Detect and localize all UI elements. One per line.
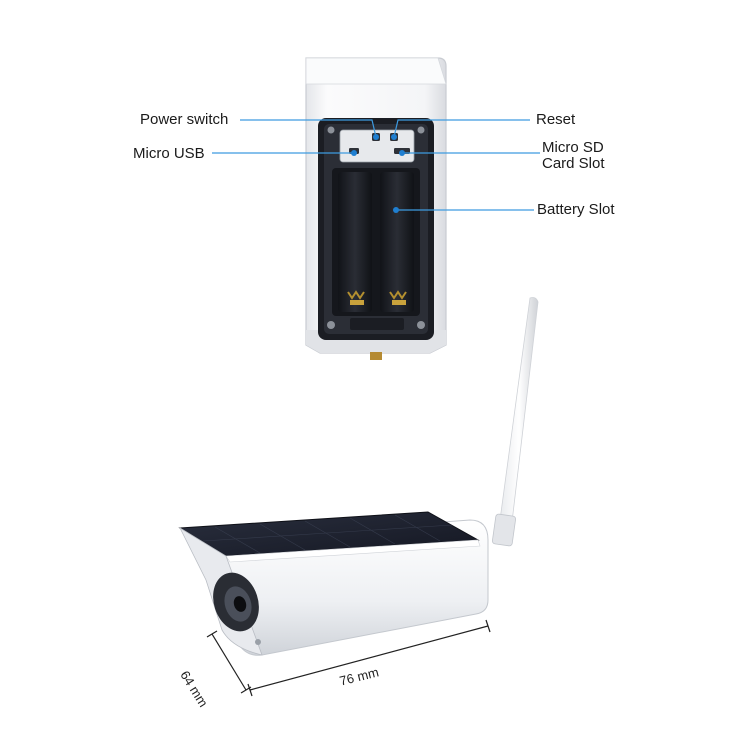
dimension-lines [206,619,491,697]
label-power-switch: Power switch [140,111,229,128]
camera-side-view [178,297,539,656]
antenna [491,297,539,547]
label-battery-slot: Battery Slot [537,201,615,218]
label-micro-sd-line2: Card Slot [542,155,605,172]
callout-dots [351,134,405,213]
label-micro-usb: Micro USB [133,145,205,162]
label-reset: Reset [536,111,576,128]
length-dimension-line [249,625,489,691]
label-micro-sd-line1: Micro SD [542,139,604,156]
battery-slot-left [338,172,372,312]
reset-line [393,119,530,138]
power-switch-line [240,119,377,138]
label-micro-sd: Micro SD Card Slot [542,140,605,172]
depth-dimension-line [211,633,247,691]
camera-back-view [305,57,447,360]
callout-lines [212,119,540,211]
battery-slot-right [380,172,414,312]
